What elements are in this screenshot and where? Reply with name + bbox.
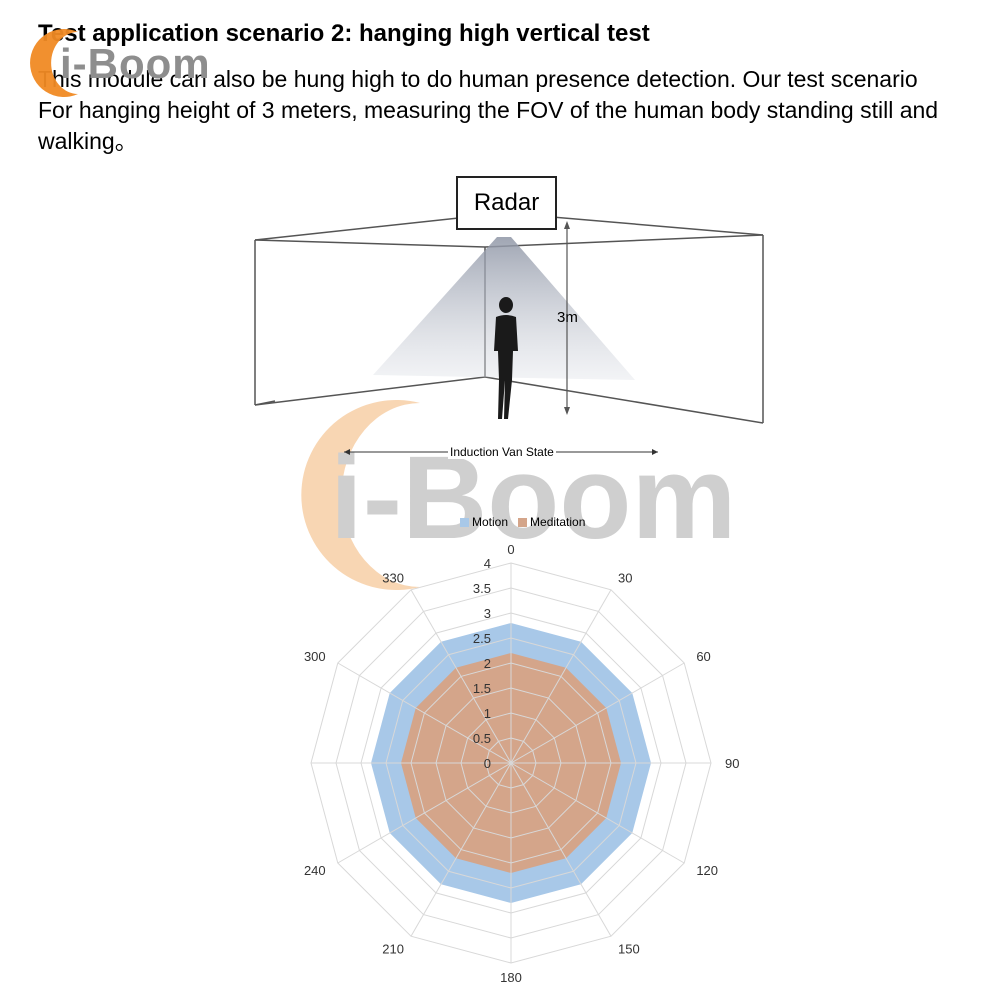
- radial-tick-label: 1.5: [473, 681, 491, 696]
- legend-swatch-motion: [460, 517, 469, 527]
- radial-tick-label: 1: [484, 706, 491, 721]
- angle-label: 150: [618, 941, 640, 956]
- grid-spoke: [410, 762, 512, 937]
- range-label: Induction Van State: [448, 445, 556, 459]
- floor-line: [254, 376, 486, 406]
- angle-label: 330: [382, 571, 404, 586]
- legend-item-motion: Motion: [460, 515, 508, 529]
- angle-label: 120: [696, 863, 718, 878]
- angle-label: 90: [725, 756, 739, 771]
- radial-tick-label: 3: [484, 606, 491, 621]
- angle-label: 0: [507, 542, 514, 557]
- radial-tick-label: 2: [484, 656, 491, 671]
- angle-label: 180: [500, 970, 522, 985]
- radar-label: Radar: [473, 189, 540, 216]
- grid-spoke: [510, 762, 685, 864]
- grid-spoke: [510, 762, 612, 937]
- radial-tick-label: 0: [484, 756, 491, 771]
- legend-label-motion: Motion: [472, 515, 509, 529]
- radial-tick-label: 3.5: [473, 581, 491, 596]
- grid-spoke: [510, 662, 685, 764]
- watermark-arc-icon: [301, 400, 420, 590]
- grid-spoke: [410, 589, 512, 764]
- radial-tick-label: 0.5: [473, 731, 491, 746]
- legend-item-meditation: Meditation: [518, 515, 585, 529]
- angle-label: 210: [382, 941, 404, 956]
- radial-tick-label: 2.5: [473, 631, 491, 646]
- angle-label: 300: [304, 649, 326, 664]
- legend-label-meditation: Meditation: [530, 515, 586, 529]
- radial-tick-label: 4: [484, 556, 491, 571]
- page-title: Test application scenario 2: hanging hig…: [38, 20, 650, 47]
- grid-spoke: [337, 762, 512, 864]
- grid-spoke: [337, 662, 512, 764]
- radar-label-box: Radar: [456, 176, 557, 230]
- description-line-3: walking。: [38, 128, 138, 154]
- chart-legend: Motion Meditation: [460, 515, 591, 529]
- angle-label: 240: [304, 863, 326, 878]
- logo-arc-icon: [30, 29, 78, 97]
- description-line-2: For hanging height of 3 meters, measurin…: [38, 97, 939, 123]
- room-illustration: [254, 212, 764, 424]
- grid-spoke: [510, 589, 612, 764]
- description-paragraph: This module can also be hung high to do …: [38, 64, 988, 157]
- height-label: 3m: [557, 309, 578, 326]
- description-line-1: This module can also be hung high to do …: [38, 66, 918, 92]
- legend-swatch-meditation: [518, 517, 528, 527]
- angle-label: 30: [618, 571, 632, 586]
- angle-label: 60: [696, 649, 710, 664]
- person-icon: [494, 297, 518, 419]
- logo: i-Boom: [60, 40, 211, 87]
